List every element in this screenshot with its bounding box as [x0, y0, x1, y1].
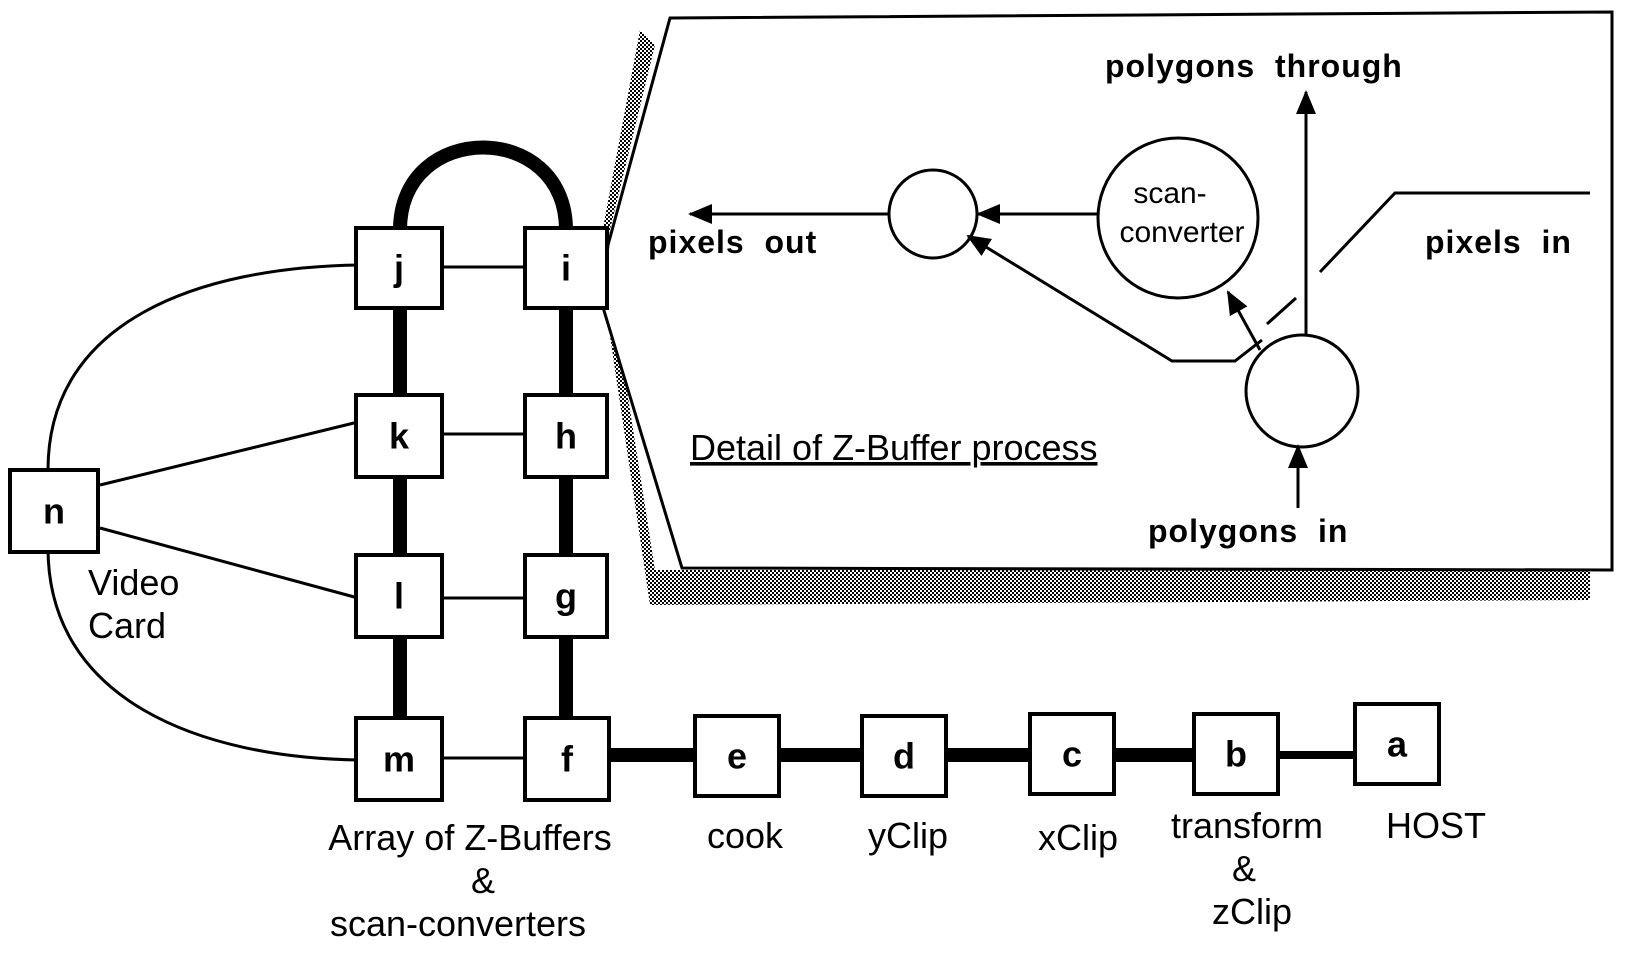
- transform-label-2: &: [1232, 848, 1256, 889]
- array-label-2: &: [471, 860, 495, 901]
- node-label-c: c: [1062, 734, 1082, 775]
- host-label: HOST: [1386, 805, 1486, 846]
- detail-title: Detail of Z-Buffer process: [690, 427, 1098, 468]
- node-l: l: [354, 553, 444, 639]
- pixels-out-label: pixels out: [648, 224, 817, 260]
- transform-label-3: zClip: [1212, 891, 1292, 932]
- node-box-g: [523, 553, 609, 639]
- node-label-k: k: [389, 416, 410, 457]
- node-box-m: [354, 716, 444, 802]
- node-b: b: [1192, 712, 1280, 796]
- node-c: c: [1028, 712, 1116, 796]
- n-k-link: [99, 420, 359, 487]
- scan-converter-label-1: scan-: [1133, 177, 1206, 210]
- node-k: k: [354, 393, 444, 479]
- detail-panel-frame: [600, 10, 1614, 572]
- node-label-m: m: [383, 739, 415, 780]
- node-j: j: [354, 226, 444, 310]
- node-box-l: [354, 553, 444, 639]
- array-label-1: Array of Z-Buffers: [328, 817, 611, 858]
- node-label-f: f: [561, 739, 574, 780]
- polygons-through-label: polygons through: [1105, 48, 1403, 84]
- node-a: a: [1353, 702, 1441, 786]
- node-box-b: [1192, 712, 1280, 796]
- pixels-in-line-lower: [1265, 296, 1298, 326]
- node-box-d: [860, 714, 948, 798]
- transform-label-1: transform: [1171, 805, 1323, 846]
- array-label-3: scan-converters: [330, 903, 586, 944]
- scan-converter-label-2: converter: [1119, 216, 1244, 249]
- node-box-k: [354, 393, 444, 479]
- node-label-g: g: [555, 576, 577, 617]
- input-to-output-arrow: [966, 234, 1263, 363]
- node-n: n: [8, 468, 100, 554]
- node-label-j: j: [393, 248, 404, 289]
- node-box-i: [523, 226, 609, 310]
- node-d: d: [860, 714, 948, 798]
- node-label-d: d: [893, 736, 915, 777]
- node-label-a: a: [1387, 724, 1408, 765]
- node-box-n: [8, 468, 100, 554]
- node-label-e: e: [727, 736, 747, 777]
- node-box-e: [693, 714, 781, 798]
- node-h: h: [523, 393, 609, 479]
- node-g: g: [523, 553, 609, 639]
- video-card-label-2: Card: [88, 605, 166, 646]
- ji-thick-arc: [393, 140, 573, 231]
- node-e: e: [693, 714, 781, 798]
- node-box-j: [354, 226, 444, 310]
- pixels-in-label: pixels in: [1425, 224, 1572, 260]
- node-box-c: [1028, 712, 1116, 796]
- n-j-curve: [46, 263, 361, 471]
- video-card-label-1: Video: [88, 562, 179, 603]
- yclip-label: yClip: [868, 815, 948, 856]
- node-label-b: b: [1225, 734, 1247, 775]
- scan-converter-circle: [1096, 136, 1260, 300]
- node-label-h: h: [555, 416, 577, 457]
- node-label-i: i: [561, 248, 571, 289]
- node-i: i: [523, 226, 609, 310]
- input-to-scan-arrow: [1226, 290, 1262, 351]
- cook-label: cook: [707, 815, 784, 856]
- node-box-h: [523, 393, 609, 479]
- polygons-in-label: polygons in: [1148, 513, 1348, 549]
- xclip-label: xClip: [1038, 817, 1118, 858]
- zbuffer-input-circle: [1244, 333, 1360, 449]
- pixels-in-line: [1318, 191, 1590, 274]
- n-m-curve: [46, 547, 361, 762]
- node-f: f: [523, 716, 611, 802]
- node-box-f: [523, 716, 611, 802]
- node-box-a: [1353, 702, 1441, 786]
- node-label-n: n: [43, 491, 65, 532]
- zbuffer-output-circle: [887, 168, 979, 260]
- node-label-l: l: [394, 576, 404, 617]
- detail-panel: scan- converter polygons through pixels …: [598, 10, 1614, 605]
- n-l-link: [99, 526, 359, 600]
- node-m: m: [354, 716, 444, 802]
- pipeline: n j i k h l g m f e d c b a Video Card Array of Z-Buf…: [8, 140, 1486, 944]
